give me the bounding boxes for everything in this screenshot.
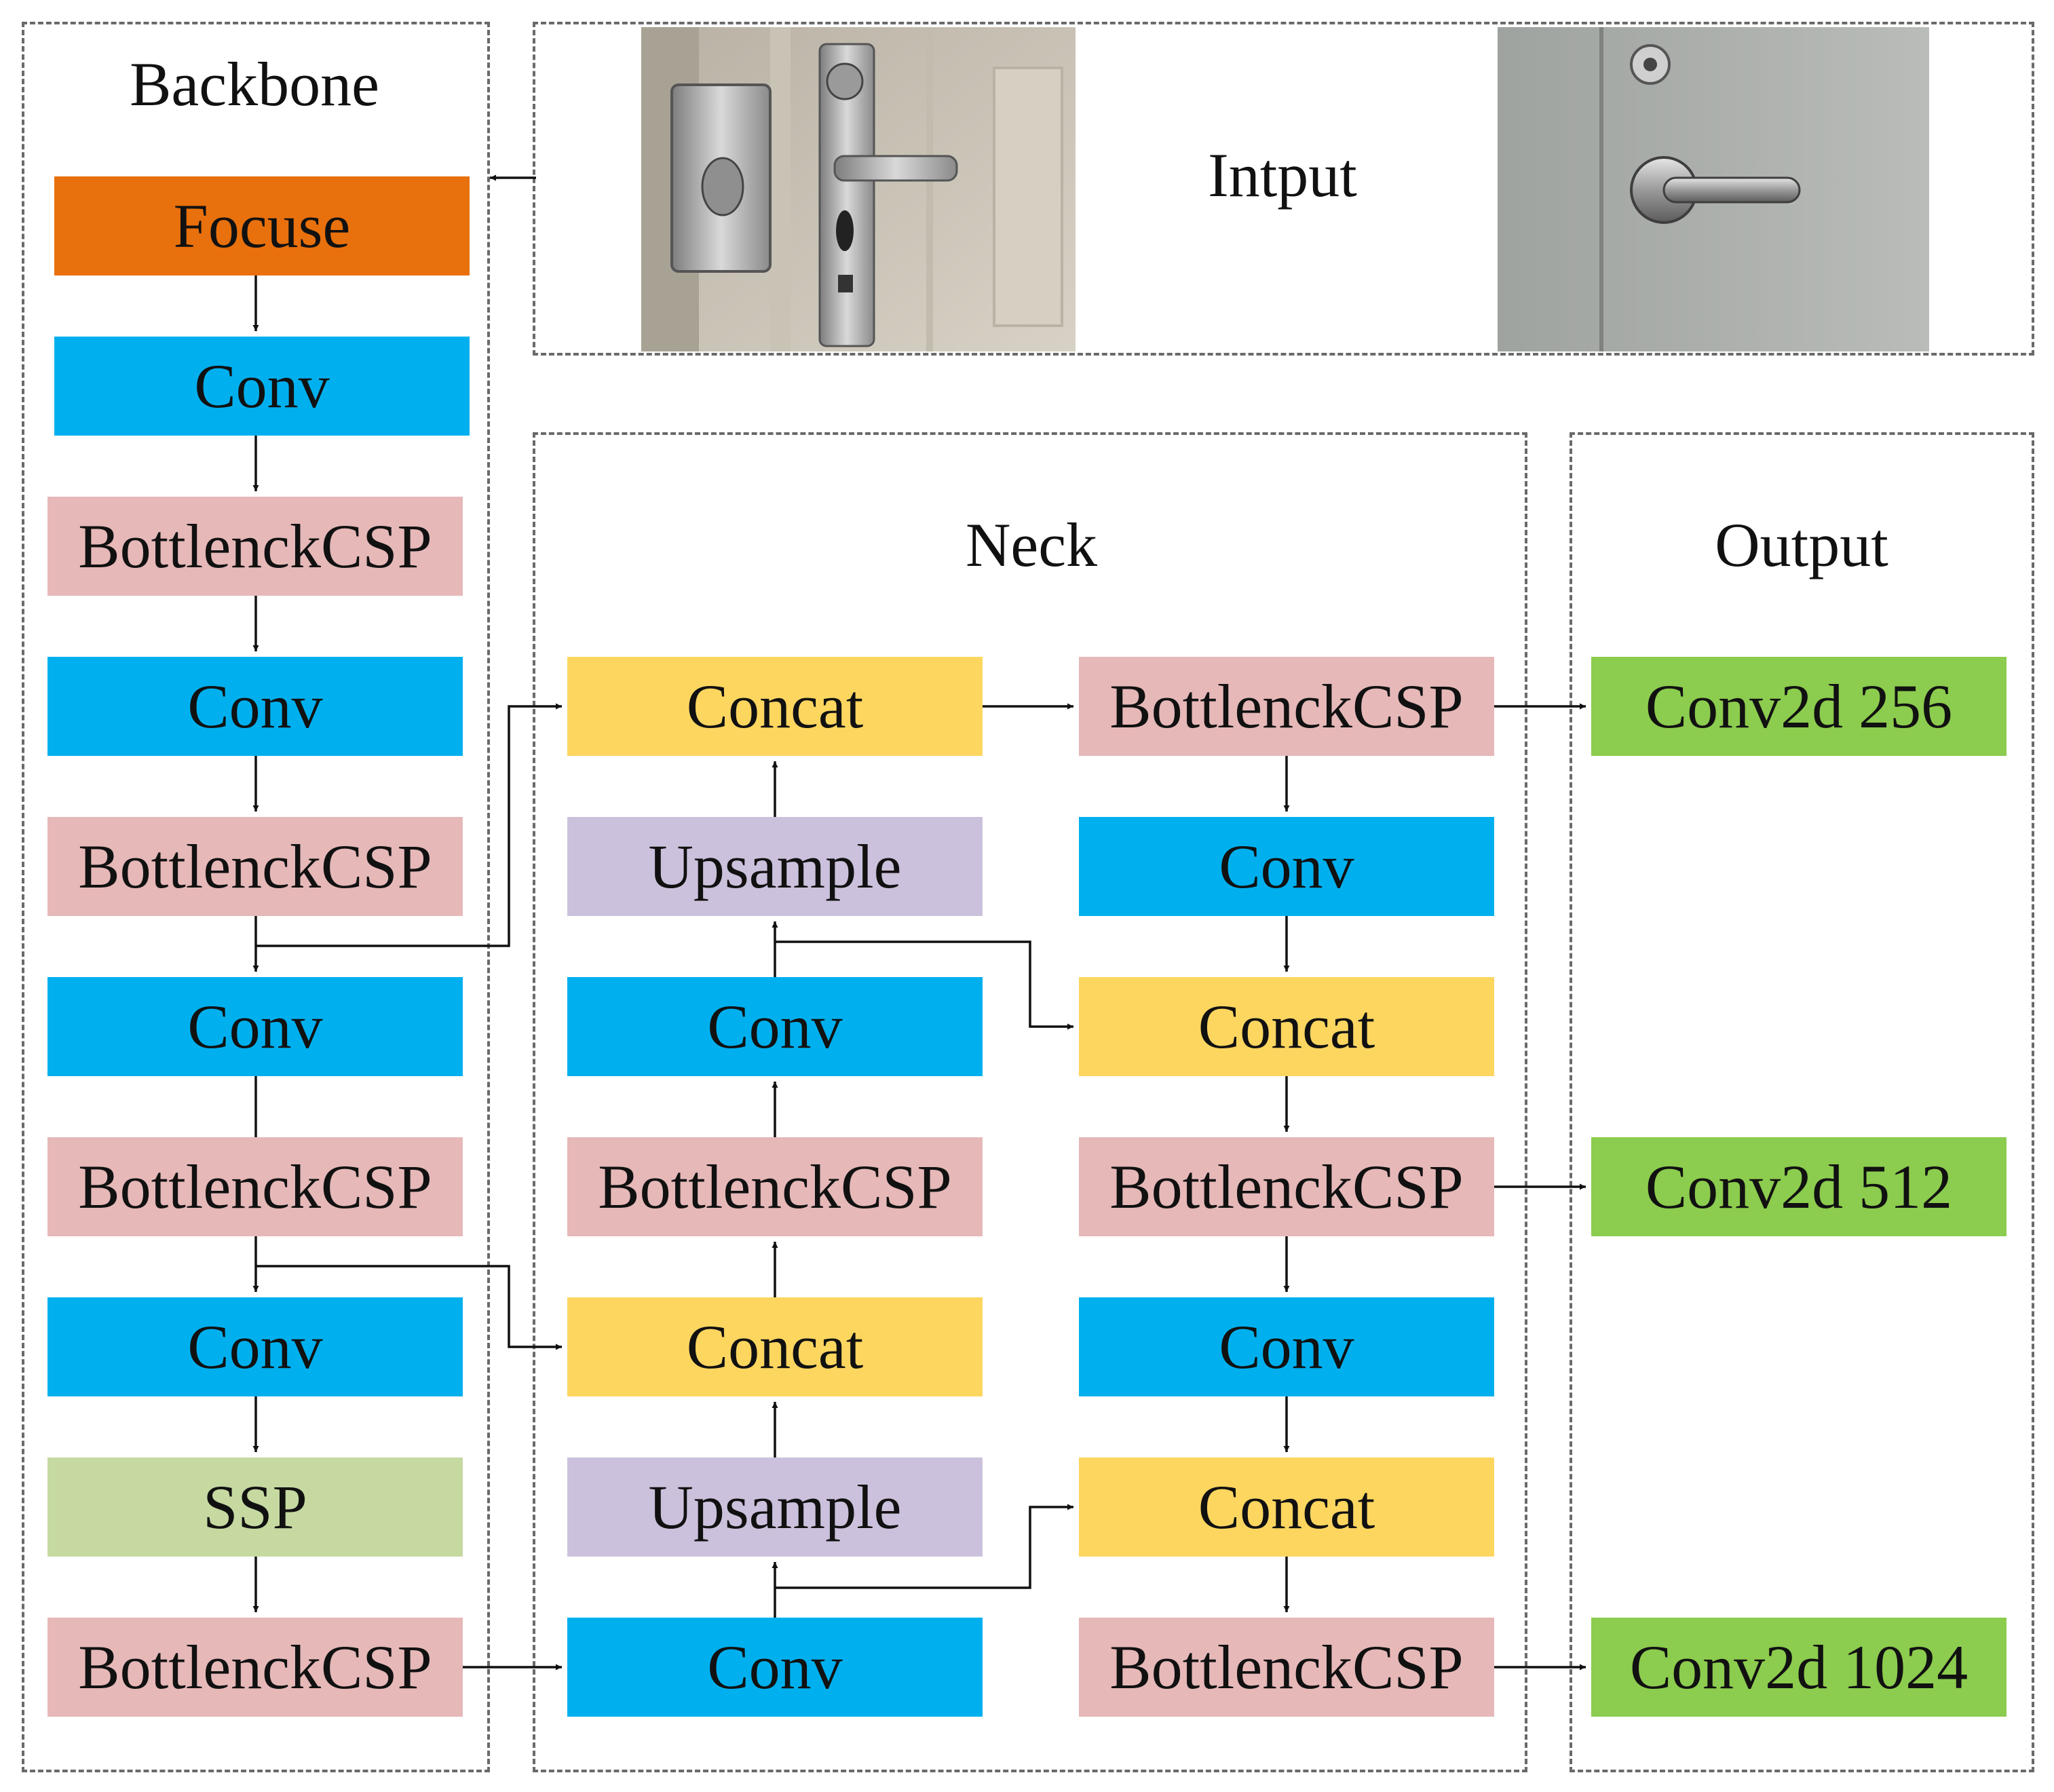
neck-title: Neck bbox=[965, 510, 1098, 579]
neck-concat-block-2: Concat bbox=[567, 1297, 983, 1396]
neck-conv-block-1: Conv bbox=[567, 977, 983, 1076]
door-handle-photo-2 bbox=[1498, 27, 1929, 351]
door-handle-photo-1 bbox=[641, 27, 1076, 351]
backbone-bottleneckcsp-block-3: BottlenckCSP bbox=[47, 1137, 463, 1236]
neck-conv2-to-concat4 bbox=[775, 1504, 1073, 1589]
neck-panel bbox=[533, 432, 1527, 1772]
neck-upsample-block-2: Upsample bbox=[567, 1457, 983, 1557]
branch-to-neck-concat-1 bbox=[256, 703, 562, 947]
neck-conv-block-3: Conv bbox=[1079, 817, 1494, 916]
output-conv2d-1024-block: Conv2d 1024 bbox=[1591, 1618, 2007, 1717]
door-lock-image bbox=[641, 27, 1076, 351]
neck-upsample-block-1: Upsample bbox=[567, 817, 983, 916]
input-panel bbox=[533, 22, 2034, 356]
backbone-bottleneckcsp-block-1: BottlenckCSP bbox=[47, 497, 463, 596]
backbone-ssp-block: SSP bbox=[47, 1457, 463, 1557]
neck-conv1-to-concat3 bbox=[775, 940, 1073, 1030]
neck-conv-block-4: Conv bbox=[1079, 1297, 1494, 1396]
output-conv2d-256-block: Conv2d 256 bbox=[1591, 657, 2007, 756]
neck-conv-block-2: Conv bbox=[567, 1618, 983, 1717]
backbone-bottleneckcsp-block-4: BottlenckCSP bbox=[47, 1618, 463, 1717]
backbone-bottleneckcsp-block-2: BottlenckCSP bbox=[47, 817, 463, 916]
backbone-conv-block-4: Conv bbox=[47, 1297, 463, 1396]
output-conv2d-512-block: Conv2d 512 bbox=[1591, 1137, 2007, 1236]
backbone-title: Backbone bbox=[130, 50, 379, 119]
backbone-conv-block-3: Conv bbox=[47, 977, 463, 1076]
output-panel bbox=[1570, 432, 2034, 1772]
branch-to-neck-concat-2 bbox=[256, 1265, 562, 1350]
neck-concat-block-1: Concat bbox=[567, 657, 983, 756]
neck-concat-block-3: Concat bbox=[1079, 977, 1494, 1076]
output-title: Output bbox=[1715, 510, 1888, 579]
backbone-conv-block-1: Conv bbox=[54, 337, 470, 436]
backbone-panel bbox=[22, 22, 490, 1772]
backbone-focus-block: Focuse bbox=[54, 176, 470, 275]
neck-bottleneckcsp-block-2: BottlenckCSP bbox=[1079, 657, 1494, 756]
neck-bottleneckcsp-block-3: BottlenckCSP bbox=[1079, 1137, 1494, 1236]
door-handle-image bbox=[1498, 27, 1929, 351]
backbone-conv-block-2: Conv bbox=[47, 657, 463, 756]
input-title: Intput bbox=[1208, 140, 1357, 210]
neck-bottleneckcsp-block-1: BottlenckCSP bbox=[567, 1137, 983, 1236]
neck-bottleneckcsp-block-4: BottlenckCSP bbox=[1079, 1618, 1494, 1717]
neck-concat-block-4: Concat bbox=[1079, 1457, 1494, 1557]
